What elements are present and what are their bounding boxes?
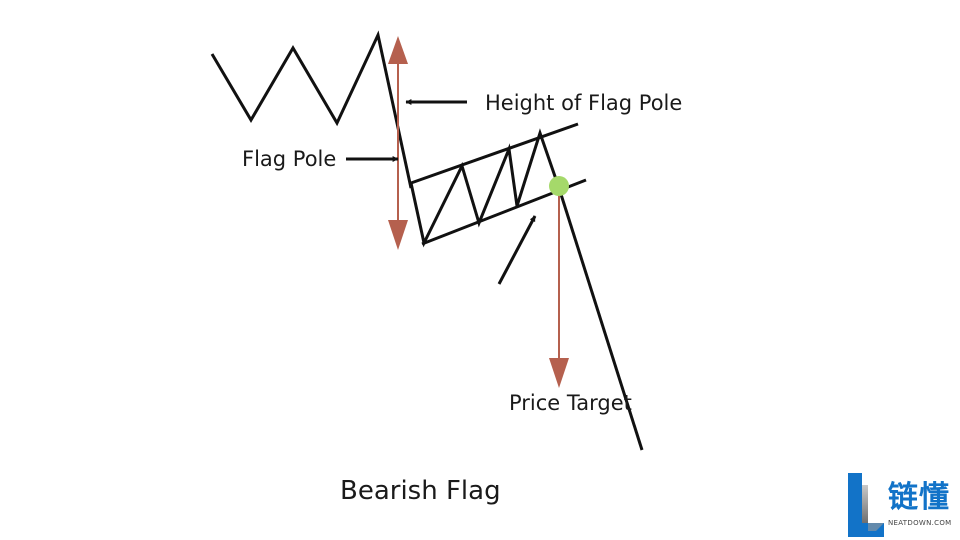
arrow-to-flag	[497, 215, 537, 285]
target-arrowhead	[549, 358, 569, 388]
measure-arrowhead-down	[388, 220, 408, 250]
flag-upper-trendline	[410, 122, 579, 185]
price-target-arrow	[549, 190, 569, 388]
flag-pole-label: Flag Pole	[242, 147, 337, 171]
breakdown-line	[557, 187, 644, 451]
measure-arrowhead-up	[388, 36, 408, 64]
breakout-point	[549, 176, 569, 196]
flag-zigzag	[409, 128, 561, 248]
logo-chinese-text: 链懂	[888, 480, 950, 515]
pole-height-measure	[388, 36, 408, 250]
height-of-flag-pole-label: Height of Flag Pole	[485, 91, 683, 115]
logo-english-text: NEATDOWN.COM	[888, 519, 952, 527]
logo-l-mark-icon	[848, 473, 884, 537]
price-path-before-pole	[210, 30, 413, 189]
diagram-title: Bearish Flag	[340, 476, 501, 506]
price-target-label: Price Target	[509, 391, 632, 415]
neatdown-logo: 链懂 NEATDOWN.COM	[846, 471, 958, 537]
